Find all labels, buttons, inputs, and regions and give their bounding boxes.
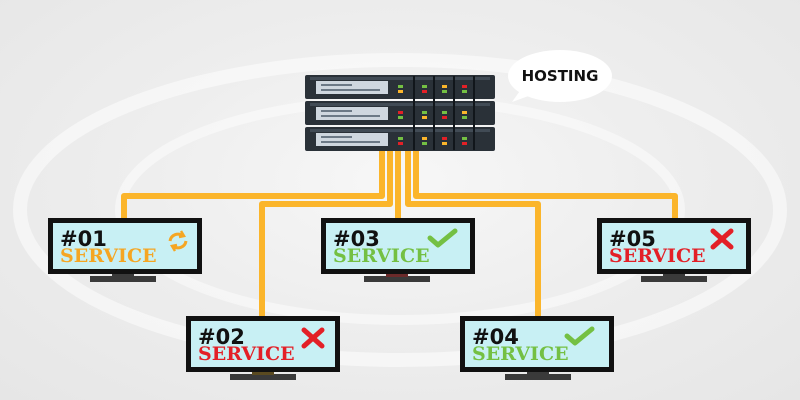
refresh-icon <box>168 230 188 252</box>
monitor-service-04: #04 SERVICE <box>460 316 614 380</box>
service-label: SERVICE <box>333 245 430 267</box>
service-number: #04 <box>472 325 519 349</box>
service-label: SERVICE <box>60 245 157 267</box>
cross-icon <box>710 228 734 250</box>
service-number: #02 <box>198 325 245 349</box>
monitor-service-03: #03 SERVICE <box>321 218 475 282</box>
server-rack <box>305 75 495 151</box>
cable-05 <box>413 148 678 222</box>
service-label: SERVICE <box>609 245 706 267</box>
monitor-service-01: #01 SERVICE <box>48 218 202 282</box>
monitor-stand <box>505 374 571 380</box>
status-leds <box>398 85 467 145</box>
monitor-stand <box>230 374 296 380</box>
server-label-plate <box>316 81 388 94</box>
service-label: SERVICE <box>472 343 569 365</box>
service-label: SERVICE <box>198 343 295 365</box>
server-label-plate <box>316 107 388 120</box>
background-ring <box>13 53 787 367</box>
service-number: #05 <box>609 227 656 251</box>
cable-02 <box>259 148 393 320</box>
monitor-stand <box>90 276 156 282</box>
background-ring <box>115 95 685 325</box>
service-number: #01 <box>60 227 107 251</box>
monitor-screen <box>191 321 335 367</box>
monitor-screen <box>465 321 609 367</box>
monitor-stand <box>364 276 430 282</box>
monitor-screen <box>326 223 470 269</box>
monitor-service-02: #02 SERVICE <box>186 316 340 380</box>
server-label-plate <box>316 133 388 146</box>
cables <box>121 148 678 320</box>
cable-01 <box>121 148 385 222</box>
cable-04 <box>405 148 541 320</box>
hosting-bubble: HOSTING <box>508 50 612 102</box>
cross-icon <box>301 327 325 349</box>
hosting-label: HOSTING <box>522 67 599 85</box>
monitor-stand <box>641 276 707 282</box>
check-icon <box>427 228 458 248</box>
monitor-service-05: #05 SERVICE <box>597 218 751 282</box>
monitor-screen <box>602 223 746 269</box>
service-number: #03 <box>333 227 380 251</box>
check-icon <box>564 326 595 346</box>
